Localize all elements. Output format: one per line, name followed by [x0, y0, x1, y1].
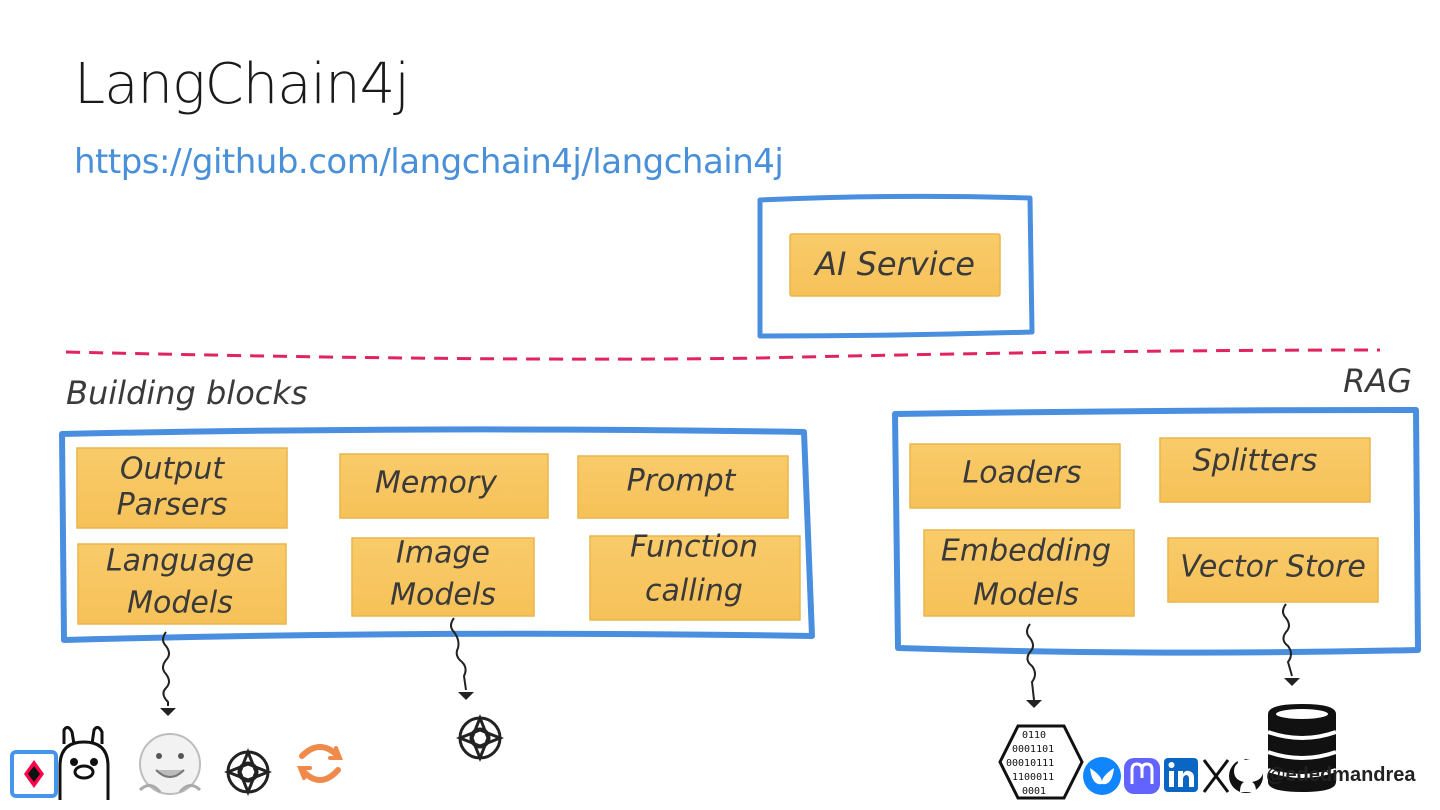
sticky-splitters[interactable]: Splitters — [1159, 437, 1371, 503]
embedding-models-line2: Models — [973, 578, 1079, 613]
sticky-image-models[interactable]: Image Models — [351, 536, 535, 617]
output-parsers-line1: Output — [120, 452, 225, 487]
sticky-language-models[interactable]: Language Models — [77, 543, 287, 625]
svg-text:1100011: 1100011 — [1012, 772, 1054, 783]
function-calling-line2: calling — [645, 574, 743, 609]
svg-text:0110: 0110 — [1022, 730, 1046, 741]
ai-service-frame — [757, 193, 1035, 339]
linkedin-icon[interactable] — [1164, 758, 1198, 792]
binary-hexagon-icon: 0110 0001101 00010111 1100011 0001 — [998, 724, 1084, 800]
svg-text:0001: 0001 — [1022, 786, 1046, 797]
image-models-line2: Models — [390, 578, 496, 613]
prompt-label: Prompt — [627, 464, 737, 499]
building-blocks-frame — [59, 426, 815, 643]
building-blocks-label: Building blocks — [66, 374, 308, 412]
image-models-line1: Image — [396, 536, 490, 571]
sticky-vector-store[interactable]: Vector Store — [1167, 537, 1379, 603]
quarkus-icon — [10, 750, 58, 798]
mastodon-icon[interactable] — [1124, 758, 1160, 794]
rag-label: RAG — [1343, 362, 1412, 400]
svg-text:0001101: 0001101 — [1012, 744, 1054, 755]
bluesky-icon[interactable] — [1083, 757, 1121, 795]
connector-vector-store — [1282, 603, 1293, 677]
arrowhead-language-models — [160, 708, 176, 716]
loaders-label: Loaders — [963, 456, 1082, 491]
sticky-output-parsers[interactable]: Output Parsers — [76, 447, 288, 529]
arrowhead-image-models — [458, 692, 474, 700]
sticky-memory[interactable]: Memory — [339, 453, 549, 519]
arrowhead-vector-store — [1284, 678, 1300, 686]
huggingface-icon — [138, 733, 202, 795]
splitters-label: Splitters — [1193, 444, 1318, 479]
ai-service-label: AI Service — [813, 245, 975, 283]
vector-store-label: Vector Store — [1180, 550, 1366, 585]
connector-image-models — [450, 617, 467, 691]
memory-label: Memory — [375, 466, 498, 501]
rag-frame — [892, 407, 1421, 656]
github-icon[interactable] — [1229, 757, 1263, 793]
language-models-line1: Language — [106, 544, 254, 579]
openai-icon-image — [455, 713, 505, 763]
connector-embedding-models — [1026, 623, 1036, 701]
sticky-embedding-models[interactable]: Embedding Models — [923, 529, 1135, 617]
svg-text:00010111: 00010111 — [1006, 758, 1054, 769]
sticky-prompt[interactable]: Prompt — [577, 455, 789, 519]
slide-title: LangChain4j — [74, 52, 410, 117]
language-models-line2: Models — [127, 586, 233, 621]
x-icon[interactable] — [1202, 759, 1230, 793]
layer-divider — [65, 348, 1381, 361]
social-handle: @ededmandrea — [1266, 764, 1416, 786]
database-icon — [1267, 704, 1337, 792]
arrowhead-embedding-models — [1026, 700, 1042, 708]
output-parsers-line2: Parsers — [117, 488, 228, 523]
openai-icon — [223, 747, 273, 797]
connector-language-models — [162, 631, 170, 706]
function-calling-line1: Function — [630, 530, 758, 565]
ollama-llama-icon — [58, 725, 110, 800]
ai-service-sticky[interactable] — [789, 233, 1001, 297]
sticky-loaders[interactable]: Loaders — [909, 443, 1121, 509]
embedding-models-line1: Embedding — [941, 534, 1111, 569]
repo-link[interactable]: https://github.com/langchain4j/langchain… — [74, 142, 784, 182]
refresh-sync-icon — [297, 744, 343, 783]
sticky-function-calling[interactable]: Function calling — [589, 530, 801, 621]
